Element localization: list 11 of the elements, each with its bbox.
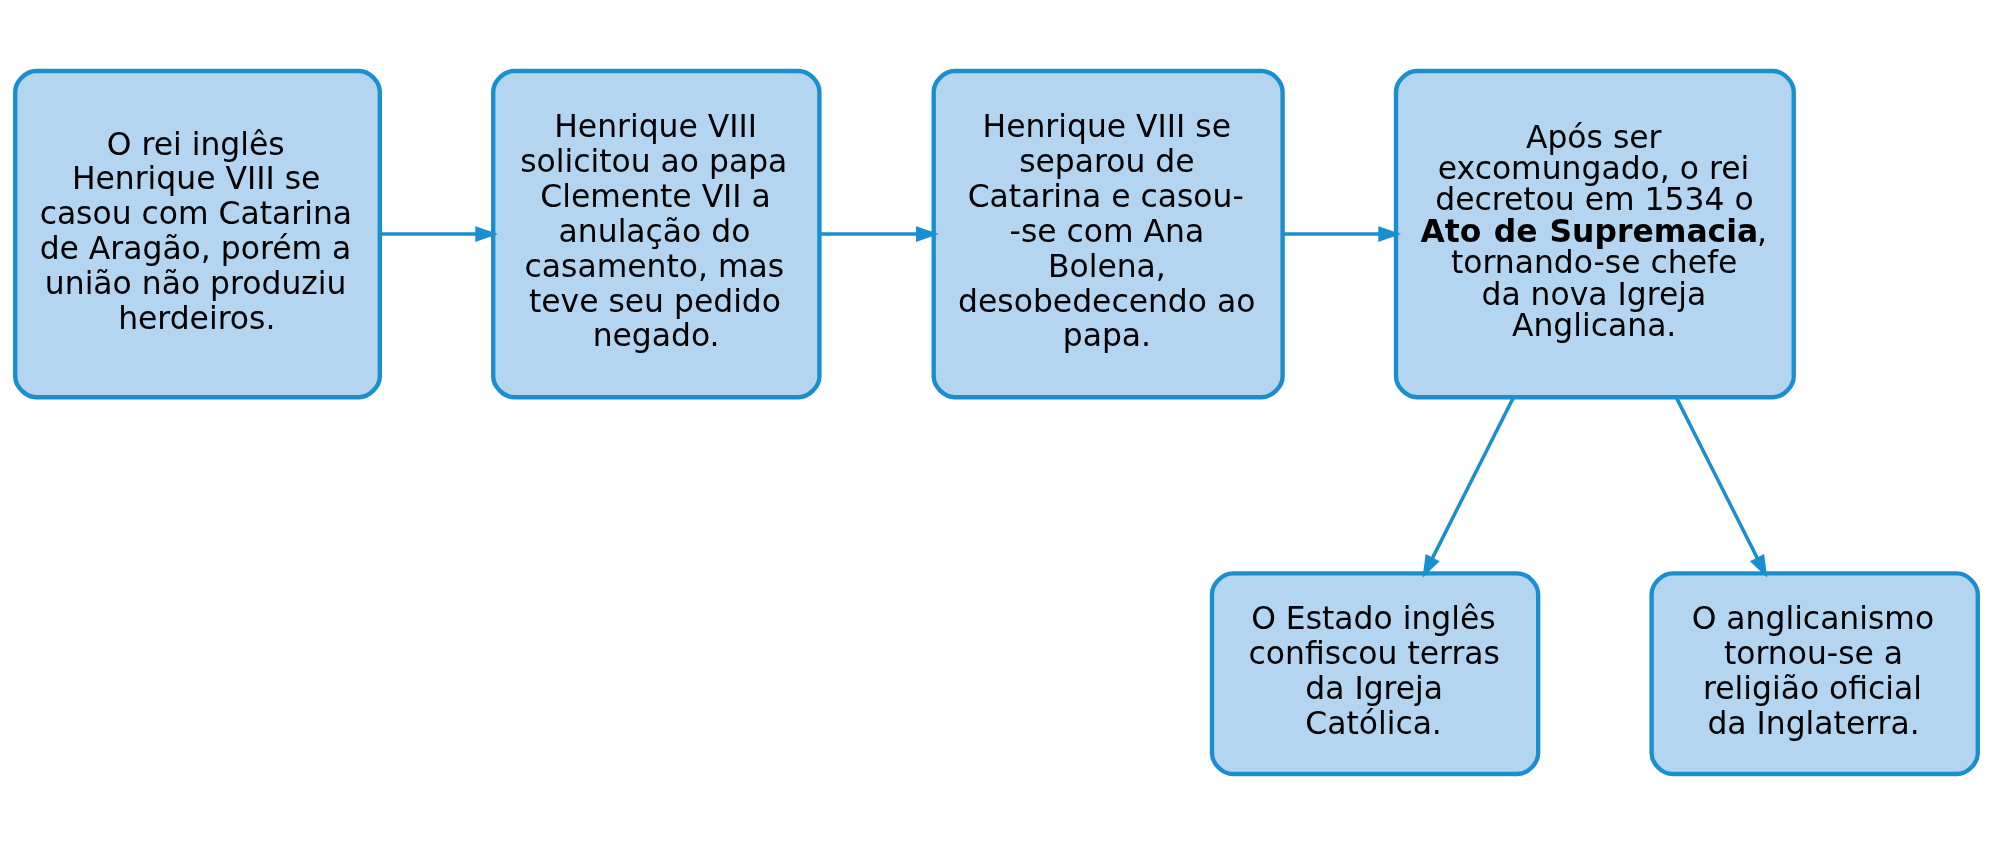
node-box: O Estado inglês confiscou terras da Igreja Católica. bbox=[1209, 571, 1541, 777]
node-box: Após ser excomungado, o rei decretou em 1534 o Ato de Supremacia, tornando-se chefe da nova Igreja Anglicana. bbox=[1393, 68, 1796, 400]
node-box: Henrique VIII solicitou ao papa Clemente VII a anulação do casamento, mas teve seu pedido negado. bbox=[491, 68, 822, 400]
node-box: O anglicanismo tornou-se a religião oficial da Inglaterra. bbox=[1649, 571, 1980, 777]
node-box: O rei inglês Henrique VIII se casou com Catarina de Aragão, porém a união não produziu herdeiros. bbox=[13, 68, 382, 400]
arrow bbox=[1283, 226, 1401, 243]
arrow bbox=[379, 226, 498, 243]
node-box: Henrique VIII se separou de Catarina e casou- -se com Ana Bolena, desobedecendo ao papa. bbox=[931, 68, 1285, 400]
arrow bbox=[1422, 396, 1515, 578]
arrow bbox=[1674, 396, 1768, 578]
arrow bbox=[819, 226, 939, 243]
